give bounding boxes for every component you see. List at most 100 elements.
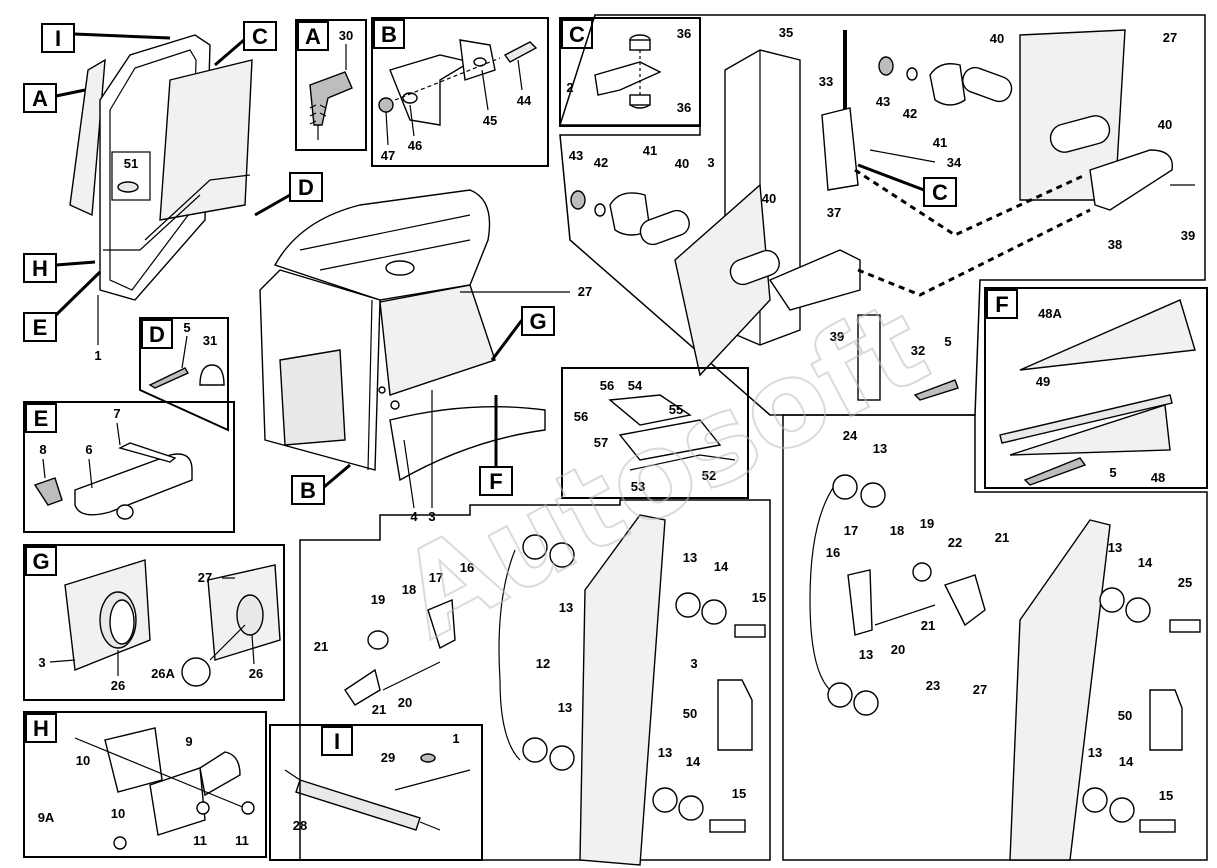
part-label-r-32: 32: [911, 343, 925, 358]
part-label-r-43b: 43: [569, 148, 583, 163]
tag-I-top: I: [41, 23, 171, 53]
part-label-g-26b: 26: [249, 666, 263, 681]
part-label-m-50: 50: [1118, 708, 1132, 723]
part-label-k-55: 55: [669, 402, 683, 417]
part-label-C-right: C: [932, 180, 948, 205]
detail-box-A: A 30: [295, 19, 367, 151]
part-label-k-53: 53: [631, 479, 645, 494]
part-label-l-21a: 21: [314, 639, 328, 654]
part-label-box-H: H: [33, 716, 49, 741]
part-label-r-40a: 40: [990, 31, 1004, 46]
cab-body: 27 4 3: [259, 189, 592, 524]
part-label-r-40d: 40: [762, 191, 776, 206]
tag-C-top: C: [214, 21, 277, 67]
part-label-r-33: 33: [819, 74, 833, 89]
part-label-l-50: 50: [683, 706, 697, 721]
detail-box-D: D 5 31: [139, 317, 229, 432]
part-label-m-20: 20: [891, 642, 905, 657]
part-label-l-13c: 13: [558, 700, 572, 715]
tag-D-top: D: [254, 172, 323, 217]
part-label-l-16: 16: [460, 560, 474, 575]
part-label-m-16: 16: [826, 545, 840, 560]
part-label-d-31: 31: [203, 333, 217, 348]
part-label-h-10b: 10: [111, 806, 125, 821]
part-label-m-13a: 13: [873, 441, 887, 456]
part-label-box-G: G: [32, 549, 49, 574]
part-label-m-13d: 13: [1088, 745, 1102, 760]
detail-box-strip: 56 54 55 56 57 53 52: [561, 367, 749, 499]
part-label-l-13b: 13: [683, 550, 697, 565]
part-label-d-5: 5: [183, 320, 190, 335]
part-label-i-1: 1: [452, 731, 459, 746]
part-label-main-27: 27: [578, 284, 592, 299]
part-label-l-20: 20: [398, 695, 412, 710]
part-label-r-39b: 39: [830, 329, 844, 344]
part-label-r-43a: 43: [876, 94, 890, 109]
part-label-G-mid: G: [529, 309, 546, 334]
part-label-g-26A: 26A: [151, 666, 175, 681]
part-label-l-18: 18: [402, 582, 416, 597]
door-glass-right-panel: 24 13 17 18 19 16 22 21 20 21 23 13 14 2…: [782, 414, 1208, 861]
part-label-m-13c: 13: [859, 647, 873, 662]
part-label-main-3: 3: [428, 509, 435, 524]
part-label-m-15: 15: [1159, 788, 1173, 803]
part-label-B-bottom: B: [300, 478, 316, 503]
part-label-h-11a: 11: [193, 833, 207, 848]
part-label-k-56b: 56: [574, 409, 588, 424]
part-label-m-22: 22: [948, 535, 962, 550]
detail-box-G: G 27 3 26 26 26A: [23, 544, 285, 701]
part-label-k-56a: 56: [600, 378, 614, 393]
part-label-r-41b: 41: [643, 143, 657, 158]
part-label-m-21b: 21: [921, 618, 935, 633]
part-label-c-36a: 36: [677, 26, 691, 41]
label-51: 51: [124, 156, 138, 171]
part-label-f-48: 48: [1151, 470, 1165, 485]
part-label-l-19: 19: [371, 592, 385, 607]
tag-E-left: E: [23, 270, 102, 342]
detail-box-B: B 45 44 47 46: [371, 17, 549, 167]
part-label-l-13d: 13: [658, 745, 672, 760]
part-label-m-27: 27: [973, 682, 987, 697]
door-glass-left-panel: 19 18 17 16 21 21 20 12 13 13 14 15 3 13…: [299, 499, 771, 866]
part-label-m-23: 23: [926, 678, 940, 693]
detail-box-F: F 48A 49 5 48: [984, 287, 1208, 489]
part-label-C-top: C: [252, 24, 268, 49]
part-label-m-25: 25: [1178, 575, 1192, 590]
part-label-r-40b: 40: [1158, 117, 1172, 132]
part-label-box-C: C: [569, 22, 585, 47]
hinge-assembly-panel: 35 27 33 43 42 41 40 40 34 43 42 41 40 3…: [558, 14, 1206, 416]
part-label-g-26a: 26: [111, 678, 125, 693]
detail-box-I: I 29 1 28: [269, 724, 483, 861]
part-label-m-19: 19: [920, 516, 934, 531]
part-label-box-B: B: [381, 22, 397, 47]
part-label-m-13b: 13: [1108, 540, 1122, 555]
part-label-r-42a: 42: [903, 106, 917, 121]
part-label-m-14b: 14: [1119, 754, 1134, 769]
part-label-g-27: 27: [198, 570, 212, 585]
part-label-I-top: I: [55, 26, 61, 51]
part-label-f-48A: 48A: [1038, 306, 1062, 321]
part-label-l-15a: 15: [752, 590, 766, 605]
part-label-m-21a: 21: [995, 530, 1009, 545]
part-label-e-6: 6: [85, 442, 92, 457]
tag-B-bottom: B: [291, 463, 351, 505]
part-label-l-14a: 14: [714, 559, 729, 574]
cab-door-assembly: [69, 34, 253, 345]
part-label-m-17: 17: [844, 523, 858, 538]
part-label-box-A: A: [305, 24, 321, 49]
part-label-r-38: 38: [1108, 237, 1122, 252]
part-label-k-52: 52: [702, 468, 716, 483]
part-label-k-54: 54: [628, 378, 643, 393]
part-label-F-mid: F: [489, 469, 502, 494]
part-label-A-top: A: [32, 86, 48, 111]
part-label-k-57: 57: [594, 435, 608, 450]
part-label-l-12: 12: [536, 656, 550, 671]
part-label-E-left: E: [33, 315, 48, 340]
part-label-r-35: 35: [779, 25, 793, 40]
part-label-box-E: E: [34, 406, 49, 431]
part-label-b-46: 46: [408, 138, 422, 153]
part-label-l-13a: 13: [559, 600, 573, 615]
part-label-l-17: 17: [429, 570, 443, 585]
part-label-f-49: 49: [1036, 374, 1050, 389]
part-label-l-15b: 15: [732, 786, 746, 801]
